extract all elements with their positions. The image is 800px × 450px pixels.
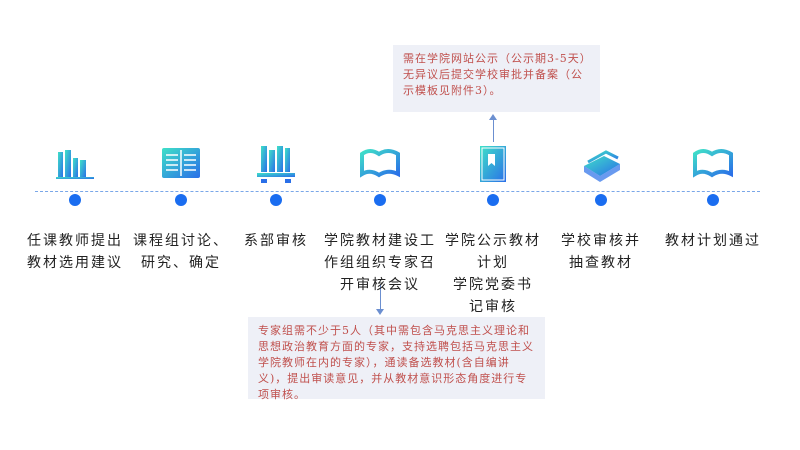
step-label: 系部审核 — [216, 230, 336, 252]
step-label: 教材计划通过 — [653, 230, 773, 252]
step-2: 课程组讨论、研究、确定 — [121, 140, 241, 274]
timeline-dot — [270, 194, 282, 206]
step-4: 学院教材建设工作组组织专家召开审核会议 — [320, 140, 440, 296]
timeline-dot — [374, 194, 386, 206]
step-label-line: 教材计划通过 — [665, 233, 761, 249]
step-label-line: 任课教师提出 — [27, 233, 123, 249]
arrow-down-head — [376, 309, 384, 315]
publicity-note: 需在学院网站公示（公示期3-5天）无异议后提交学校审批并备案（公示模板见附件3）… — [393, 45, 600, 112]
step-label-line: 学校审核并 — [561, 233, 641, 249]
arrow-down — [380, 284, 381, 310]
arrow-up — [493, 118, 494, 142]
bookmark-book-icon — [433, 140, 553, 184]
open-book-icon — [653, 140, 773, 184]
timeline-dot — [487, 194, 499, 206]
open-book-icon — [320, 140, 440, 184]
step-label: 学院公示教材计划学院党委书记审核 — [433, 230, 553, 318]
step-label-line: 记审核 — [469, 299, 517, 315]
bookshelf-icon — [216, 140, 336, 184]
timeline-dot — [175, 194, 187, 206]
open-book-lines-icon — [121, 140, 241, 184]
step-label-line: 课程组讨论、 — [133, 233, 229, 249]
step-label: 课程组讨论、研究、确定 — [121, 230, 241, 274]
step-label: 学院教材建设工作组组织专家召开审核会议 — [320, 230, 440, 296]
step-1: 任课教师提出教材选用建议 — [15, 140, 135, 274]
step-label-line: 抽查教材 — [569, 255, 633, 271]
timeline-dot — [595, 194, 607, 206]
step-label-line: 学院党委书 — [453, 277, 533, 293]
step-label-line: 作组组织专家召 — [324, 255, 436, 271]
arrow-up-head — [489, 114, 497, 120]
step-label-line: 计划 — [477, 255, 509, 271]
timeline-dot — [707, 194, 719, 206]
step-label-line: 开审核会议 — [340, 277, 420, 293]
step-label-line: 学院公示教材 — [445, 233, 541, 249]
books-icon — [15, 140, 135, 184]
timeline-line — [35, 191, 760, 192]
expert-note: 专家组需不少于5人（其中需包含马克思主义理论和思想政治教育方面的专家，支持选聘包… — [248, 317, 545, 401]
step-5: 学院公示教材计划学院党委书记审核 — [433, 140, 553, 318]
step-7: 教材计划通过 — [653, 140, 773, 252]
step-label: 学校审核并抽查教材 — [541, 230, 661, 274]
book-stack-icon — [541, 140, 661, 184]
step-label-line: 研究、确定 — [141, 255, 221, 271]
step-6: 学校审核并抽查教材 — [541, 140, 661, 274]
timeline-dot — [69, 194, 81, 206]
step-3: 系部审核 — [216, 140, 336, 252]
step-label: 任课教师提出教材选用建议 — [15, 230, 135, 274]
step-label-line: 教材选用建议 — [27, 255, 123, 271]
step-label-line: 学院教材建设工 — [324, 233, 436, 249]
step-label-line: 系部审核 — [244, 233, 308, 249]
